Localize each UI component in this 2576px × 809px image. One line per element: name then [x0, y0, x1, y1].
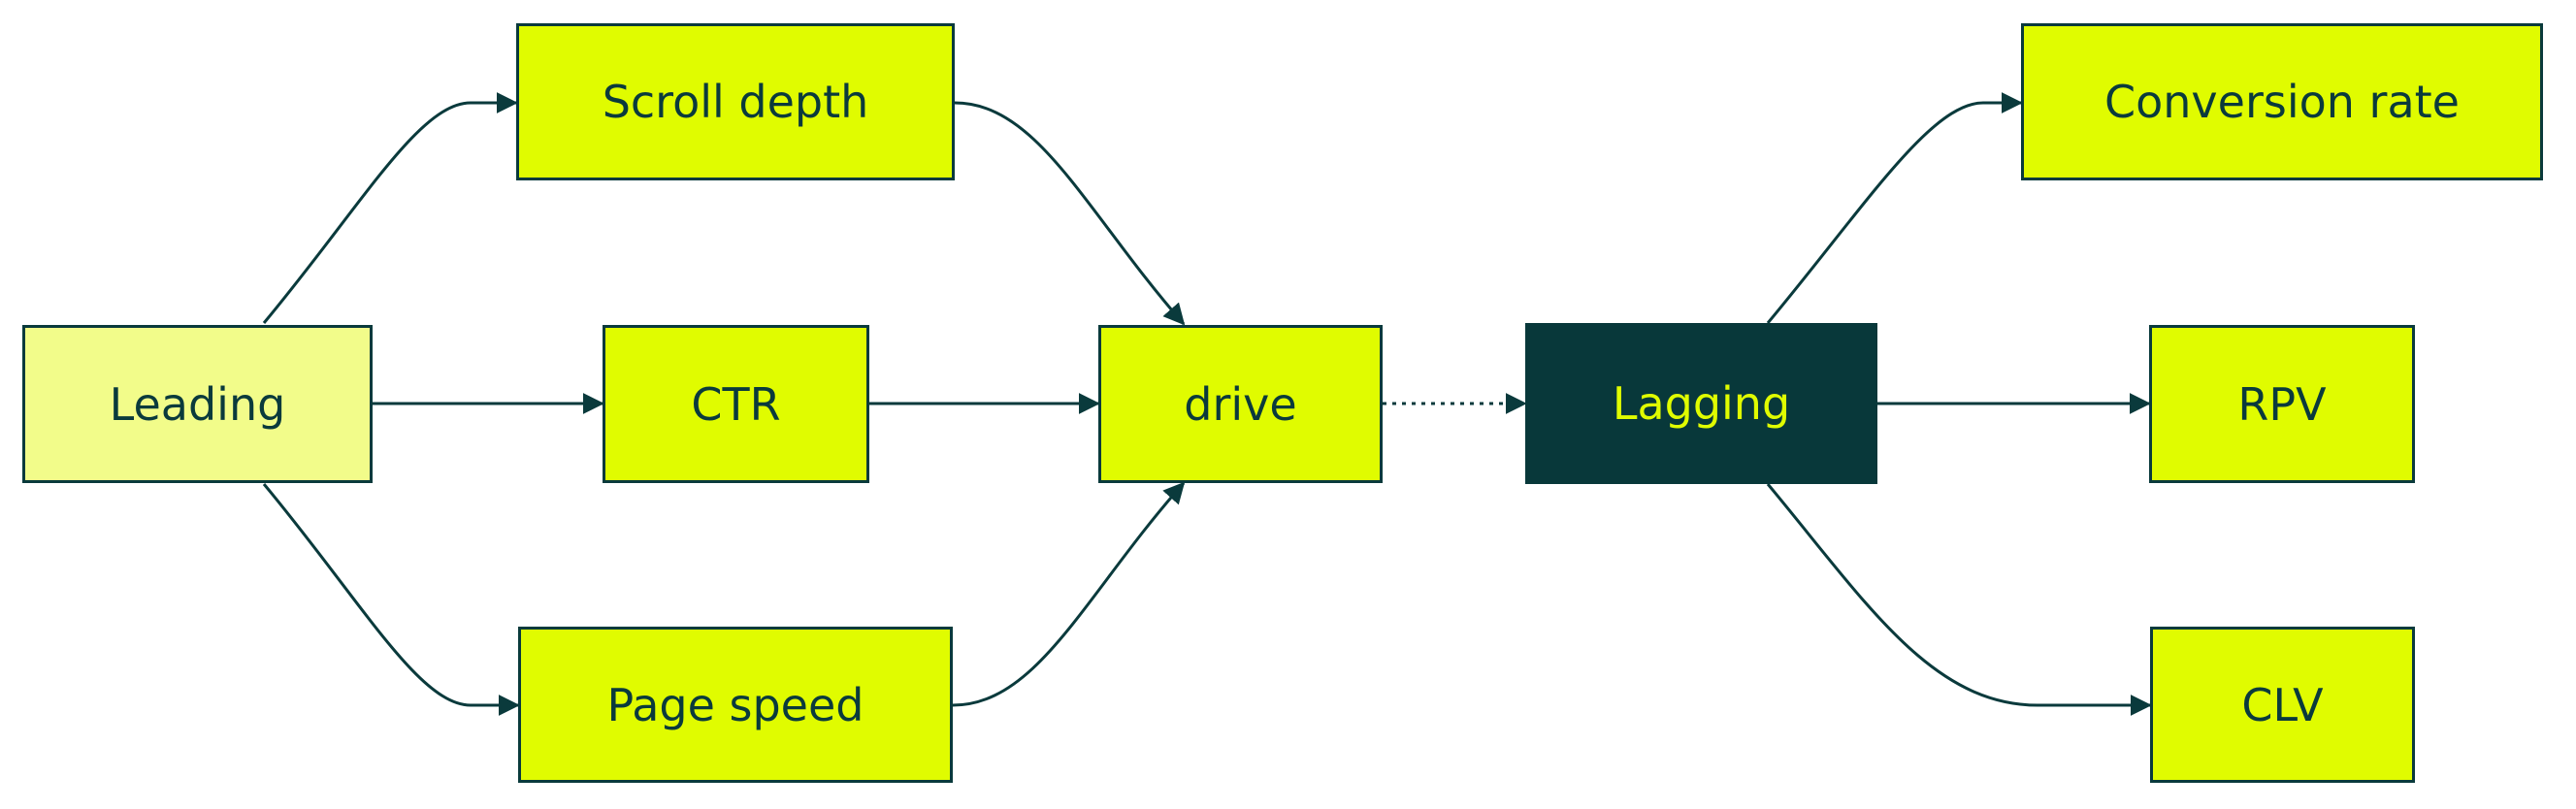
- node-lagging: Lagging: [1525, 323, 1877, 484]
- node-ctr: CTR: [603, 325, 869, 483]
- node-conversion-rate: Conversion rate: [2021, 23, 2543, 180]
- edge-leading-to-page-speed: [262, 483, 520, 716]
- edge-scroll-depth-to-drive: [954, 101, 1186, 326]
- edge-lagging-to-clv: [1766, 483, 2152, 716]
- node-leading: Leading: [22, 325, 373, 483]
- node-clv: CLV: [2150, 627, 2415, 783]
- edge-leading-to-scroll-depth: [262, 92, 518, 324]
- node-scroll-depth: Scroll depth: [516, 23, 955, 180]
- edge-page-speed-to-drive: [952, 481, 1186, 707]
- edge-lagging-to-conversion-rate: [1766, 92, 2023, 324]
- node-rpv: RPV: [2149, 325, 2415, 483]
- node-page-speed: Page speed: [518, 627, 953, 783]
- node-drive: drive: [1098, 325, 1383, 483]
